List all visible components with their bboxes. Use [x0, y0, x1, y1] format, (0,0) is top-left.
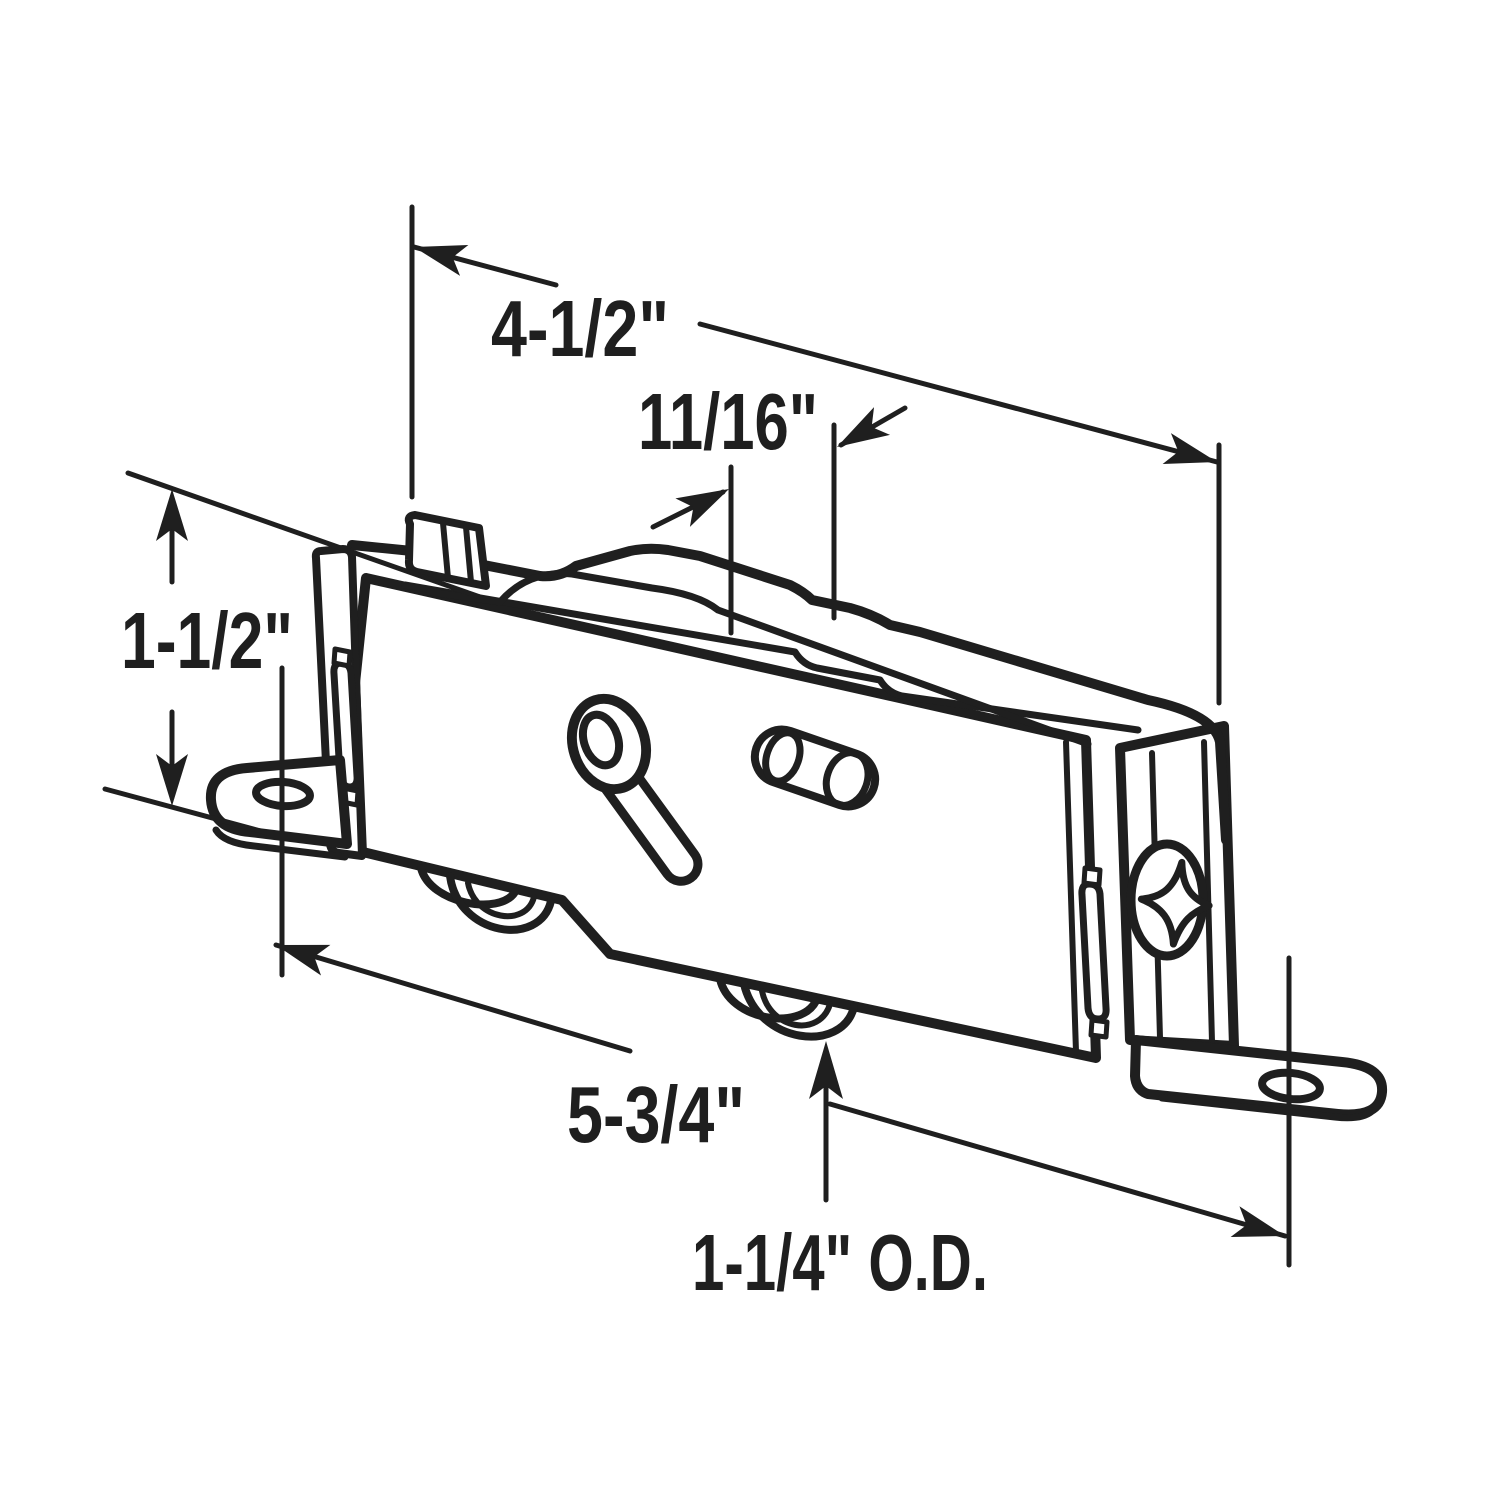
dimension-height: 1-1/2" [102, 470, 483, 836]
dim-line-left-segment [273, 942, 633, 1054]
arrowhead-left [675, 489, 729, 527]
top-rail [347, 511, 1231, 845]
rail-left-tab-inner-line-1 [440, 520, 451, 581]
dim-label-height: 1-1/2" [121, 596, 293, 685]
front-plate-right-edge-inner [1063, 739, 1079, 1055]
right-clip-tick-top [1081, 865, 1103, 888]
right-roller-front-rim [740, 980, 858, 1041]
dimension-base-length: 5-3/4" [273, 665, 1292, 1268]
ext-line-bottom [102, 786, 271, 836]
left-mounting-tab-group [205, 755, 352, 861]
adjustment-pin [750, 725, 880, 811]
left-clip-tick-top [331, 646, 353, 669]
left-mounting-tab-thickness [212, 826, 349, 861]
adjustment-lever [566, 693, 703, 886]
left-end-cap-inner-edge [349, 554, 367, 857]
dim-label-top-length: 4-1/2" [491, 284, 669, 373]
lever-head-ring [578, 710, 624, 770]
arrowhead-down [156, 754, 188, 806]
rail-left-tab-inner-line-2 [463, 524, 474, 585]
dimension-top-length: 4-1/2" [409, 204, 1222, 706]
dim-line-right-segment [827, 1101, 1288, 1239]
arrowhead-left [276, 944, 331, 976]
arrowhead-left [414, 245, 469, 276]
left-roller-front-rim [446, 872, 555, 934]
rail-top-edge [347, 540, 1231, 845]
ext-line-top [125, 470, 483, 600]
arrowhead-up [156, 489, 188, 541]
right-mounting-tab [1130, 1035, 1388, 1120]
right-clip-tick-bottom [1088, 1017, 1110, 1040]
dim-line-right-segment [697, 321, 1220, 465]
pin-body [750, 725, 880, 811]
arrowhead-right [837, 407, 891, 447]
arrowhead-up [809, 1041, 843, 1099]
right-bracket [1078, 721, 1388, 1122]
right-bracket-plate-inner-right [1201, 739, 1215, 1045]
rail-lip-with-hump [426, 570, 1092, 748]
roller-assembly-drawing [205, 511, 1388, 1122]
left-roller-back-rim [417, 864, 519, 909]
rollers [417, 864, 858, 1041]
right-spring-clip [1078, 880, 1110, 1023]
rail-bottom-edge [401, 581, 1142, 734]
pin-front-face [822, 749, 872, 809]
phillips-cross-icon [1137, 858, 1213, 948]
right-mounting-tab-thickness [1158, 1094, 1376, 1122]
right-roller-inner-rim [759, 988, 833, 1029]
dimension-offset: 11/16" [638, 377, 908, 636]
dim-label-offset: 11/16" [638, 377, 818, 466]
arrowhead-right [1230, 1206, 1285, 1238]
dimension-roller-od: 1-1/4" O.D. [692, 1041, 988, 1307]
left-roller-inner-rim [465, 880, 537, 920]
pin-end-face [762, 729, 804, 785]
dim-label-base-length: 5-3/4" [567, 1070, 745, 1159]
arrowhead-right [1162, 433, 1217, 464]
dim-label-roller-od: 1-1/4" O.D. [692, 1218, 988, 1307]
